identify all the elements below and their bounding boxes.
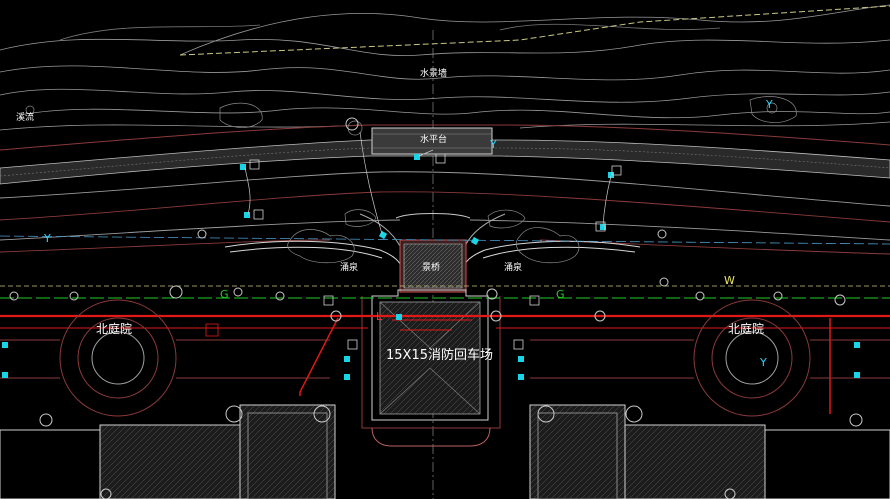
cyan-square-marker-icon (2, 372, 8, 378)
cyan-square-marker-icon (470, 236, 480, 246)
water-platform (371, 127, 493, 155)
label-fountain-right: 涌泉 (504, 261, 522, 273)
manholes (9, 117, 863, 499)
cyan-square-marker-icon (396, 314, 402, 320)
north-courtyard-left (0, 299, 330, 417)
cyan-square-marker-icon (240, 164, 246, 170)
cyan-square-marker-icon (2, 342, 8, 348)
label-north-court-left: 北庭院 (96, 321, 132, 336)
label-fountain-left: 涌泉 (340, 261, 358, 273)
fire-turnaround (361, 289, 501, 447)
pipe-code-y-center: Y (759, 356, 767, 369)
buildings (0, 404, 890, 499)
marker-outlines (205, 153, 622, 350)
label-water-platform: 水平台 (420, 133, 447, 145)
cyan-square-marker-icon (244, 212, 250, 218)
pipe-code-y-top: Y (489, 138, 497, 151)
pipe-code-w: W (724, 274, 735, 287)
pipe-code-g-right: G (556, 288, 565, 301)
cyan-square-marker-icon (608, 172, 614, 178)
cyan-square-marker-icon (854, 342, 860, 348)
cyan-square-marker-icon (600, 224, 606, 230)
cyan-square-marker-icon (854, 372, 860, 378)
label-landscape-bridge: 景桥 (422, 261, 440, 273)
planting-clusters (25, 96, 797, 264)
terrain-lines (0, 171, 890, 255)
pipe-code-l: L (376, 310, 383, 323)
site-boundary-line (179, 5, 890, 56)
label-fire-turnaround: 15X15消防回车场 (386, 347, 493, 363)
pipe-code-y-right: Y (765, 98, 773, 111)
pipe-y (0, 235, 890, 245)
cyan-markers (2, 154, 860, 380)
cyan-square-marker-icon (414, 154, 420, 160)
pipe-code-g-left: G (220, 288, 229, 301)
label-north-court-right: 北庭院 (728, 321, 764, 336)
cyan-square-marker-icon (518, 356, 524, 362)
garden-curves (224, 213, 641, 269)
contour-lines (0, 4, 890, 131)
cyan-square-marker-icon (344, 356, 350, 362)
red-service-lines (0, 314, 890, 414)
cyan-square-marker-icon (518, 374, 524, 380)
label-water-wall: 水景墙 (420, 67, 447, 79)
cyan-square-marker-icon (378, 230, 388, 240)
landscape-bridge (395, 213, 471, 293)
marker-leaders (244, 131, 612, 235)
cyan-square-marker-icon (344, 374, 350, 380)
label-stream: 溪流 (16, 111, 34, 123)
pipe-code-y-left: Y (43, 232, 51, 245)
north-courtyard-right (530, 299, 890, 417)
